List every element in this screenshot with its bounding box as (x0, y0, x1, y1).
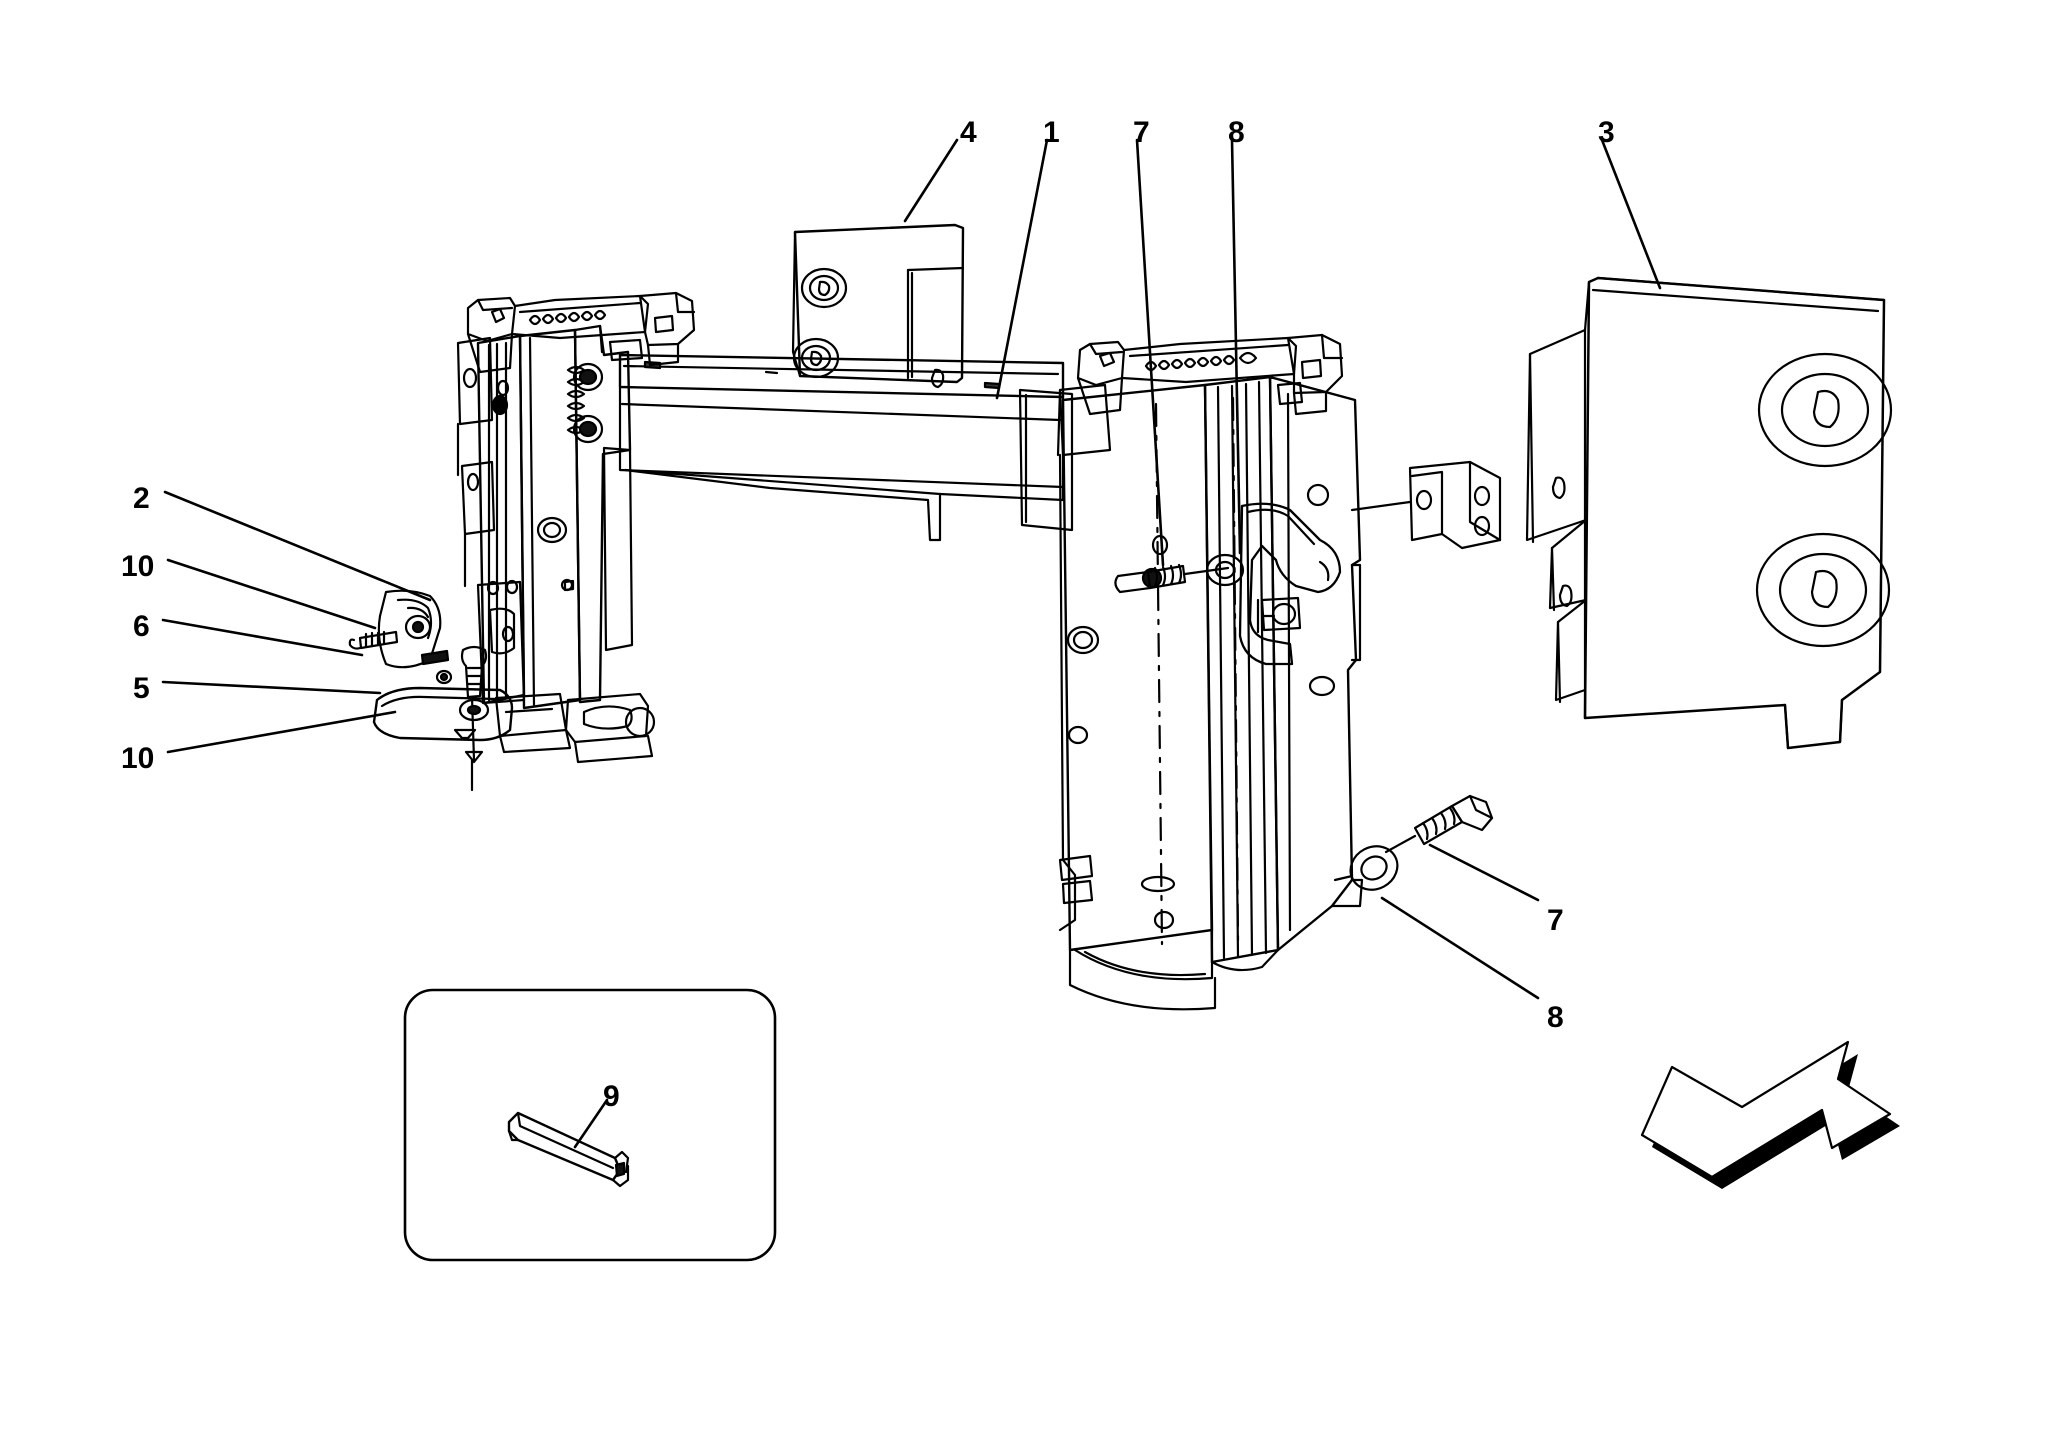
callout-5-left: 5 (133, 672, 150, 705)
part-1-cross-beam (618, 353, 1074, 542)
callout-6-left: 6 (133, 610, 150, 643)
leader-10-lower (166, 710, 397, 754)
part-9-seal-strip (507, 1098, 630, 1188)
leader-8-top (1230, 138, 1242, 555)
leader-1 (995, 138, 1049, 400)
part-8-washer-upper (1205, 553, 1245, 587)
callout-8-right: 8 (1547, 1001, 1564, 1034)
leader-8-right (1380, 896, 1540, 1000)
leader-lines-right (1380, 843, 1540, 1000)
callout-4-top: 4 (960, 116, 977, 149)
right-pillar-assembly (1056, 333, 1502, 1011)
leader-3 (1600, 138, 1662, 290)
callout-1-top: 1 (1043, 116, 1060, 149)
part-3-large-panel (1525, 276, 1893, 750)
right-angle-bracket (1350, 460, 1502, 550)
callout-2-left: 2 (133, 482, 150, 515)
leader-6 (161, 618, 364, 657)
part-8-washer-lower (1333, 845, 1399, 891)
leader-7-top (1135, 138, 1165, 567)
left-outer-plate (456, 336, 496, 588)
right-outer-block (1268, 375, 1364, 952)
leader-2 (163, 490, 432, 602)
leader-7-right (1428, 843, 1540, 902)
callout-10-left-upper: 10 (121, 550, 155, 583)
inset-detail-box (403, 988, 777, 1262)
leader-10-upper (166, 558, 377, 630)
callout-7-right: 7 (1547, 904, 1564, 937)
right-latch-plate (1238, 502, 1342, 666)
left-top-cap (466, 291, 696, 374)
part-10-washer-upper (404, 614, 432, 640)
part-5-stud (460, 645, 488, 764)
part-4-small-panel (791, 223, 965, 389)
right-top-cap (1076, 333, 1344, 416)
callout-9-inset: 9 (603, 1080, 620, 1113)
part-6-screw (348, 630, 399, 650)
left-foot (494, 692, 656, 764)
right-slide-channel (1203, 375, 1280, 972)
leader-4 (903, 138, 959, 223)
part-7-bolt-lower (1384, 794, 1494, 854)
leader-5 (161, 680, 382, 695)
callout-7-top: 7 (1133, 116, 1150, 149)
part-2-foot-bracket (348, 579, 526, 792)
left-main-rail (476, 328, 582, 710)
leader-lines-left (161, 490, 432, 754)
orientation-arrow (1640, 1040, 1900, 1189)
callout-8-top: 8 (1228, 116, 1245, 149)
part-10-washer-lower (458, 698, 490, 722)
callout-10-left-lower: 10 (121, 742, 155, 775)
callout-3-top: 3 (1598, 116, 1615, 149)
leader-lines-top (903, 138, 1662, 567)
left-slide-block (566, 324, 634, 704)
left-pillar-assembly (348, 291, 696, 792)
